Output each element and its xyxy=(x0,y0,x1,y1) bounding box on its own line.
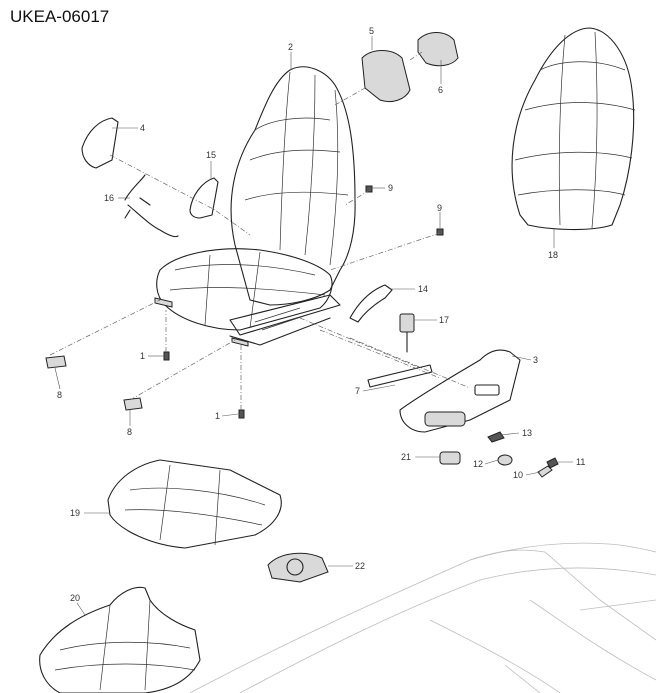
callout-17: 17 xyxy=(439,315,449,325)
leader-lines xyxy=(54,36,573,616)
callout-5: 5 xyxy=(369,26,374,36)
part-15 xyxy=(189,177,219,219)
callout-8a: 8 xyxy=(57,390,62,400)
callout-8b: 8 xyxy=(127,427,132,437)
cushion-pad-19 xyxy=(107,459,282,549)
callout-19: 19 xyxy=(70,508,80,518)
switch-21 xyxy=(439,451,461,465)
wire-harness-16 xyxy=(124,174,179,238)
callout-21: 21 xyxy=(401,452,411,462)
callout-10: 10 xyxy=(513,470,523,480)
part-6 xyxy=(417,32,459,67)
fan-module-22 xyxy=(267,552,329,583)
callout-1b: 1 xyxy=(215,411,220,421)
callout-20: 20 xyxy=(70,593,80,603)
callout-15: 15 xyxy=(206,150,216,160)
side-trim-panel-3 xyxy=(399,349,521,433)
knob-11 xyxy=(546,457,559,469)
part-14 xyxy=(349,284,393,323)
callout-labels: 1 1 2 3 4 5 6 7 8 8 9 9 10 11 12 13 14 1… xyxy=(57,26,585,603)
callout-22: 22 xyxy=(355,561,365,571)
bolt-1b xyxy=(238,409,245,419)
callout-1a: 1 xyxy=(140,351,145,361)
callout-2: 2 xyxy=(288,42,293,52)
callout-14: 14 xyxy=(418,284,428,294)
callout-4: 4 xyxy=(140,123,145,133)
seat-frame-20 xyxy=(39,586,201,693)
callout-3: 3 xyxy=(533,355,538,365)
knob-12 xyxy=(497,454,513,466)
bracket-8a xyxy=(45,355,67,369)
knob-13 xyxy=(487,431,505,443)
diagram-title: UKEA-06017 xyxy=(10,7,109,26)
vehicle-outline xyxy=(189,542,656,693)
callout-9a: 9 xyxy=(388,183,393,193)
buckle-17 xyxy=(399,313,415,353)
part-5 xyxy=(361,50,411,103)
switch-cutout xyxy=(474,384,500,396)
bracket-8b xyxy=(123,397,143,411)
callout-7: 7 xyxy=(355,386,360,396)
assembly-guides xyxy=(49,51,471,410)
knob-10 xyxy=(537,465,553,478)
callout-18: 18 xyxy=(548,250,558,260)
clip-9a xyxy=(365,185,373,193)
clip-9b xyxy=(436,228,444,236)
trim-cover-part-4 xyxy=(81,117,119,169)
rail-7 xyxy=(367,364,433,388)
callout-9b: 9 xyxy=(437,203,442,213)
seat-back-cover xyxy=(511,27,636,231)
callout-12: 12 xyxy=(473,459,483,469)
callout-6: 6 xyxy=(438,85,443,95)
callout-13: 13 xyxy=(522,428,532,438)
callout-16: 16 xyxy=(104,193,114,203)
seat-assembly xyxy=(154,66,356,347)
callout-11: 11 xyxy=(576,457,585,467)
bolt-1a xyxy=(163,351,170,361)
switch-pack xyxy=(424,411,466,427)
